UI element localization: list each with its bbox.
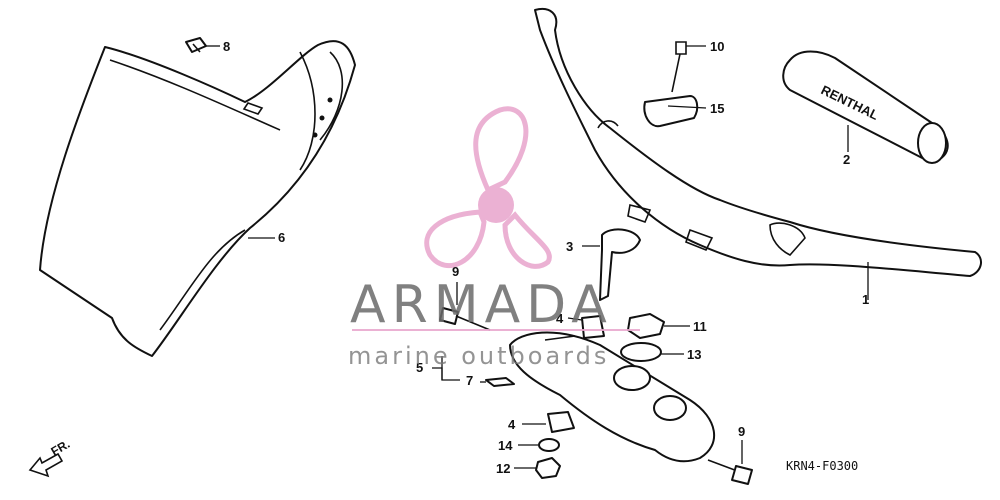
watermark-logo-icon bbox=[424, 106, 552, 269]
callout-12: 12 bbox=[496, 461, 510, 476]
top-bridge-part bbox=[509, 331, 716, 463]
bolt-8-part bbox=[185, 37, 207, 53]
callout-10: 10 bbox=[710, 39, 724, 54]
callout-1: 1 bbox=[862, 292, 869, 307]
callout-numbers: 1 2 3 4 4 5 6 7 8 9 9 10 11 12 13 14 15 bbox=[223, 39, 869, 476]
leader-lines bbox=[205, 45, 869, 469]
grip-part: RENTHAL bbox=[782, 50, 949, 164]
plate-7-part bbox=[485, 377, 515, 387]
callout-14: 14 bbox=[498, 438, 513, 453]
diagram-code: KRN4-F0300 bbox=[786, 459, 858, 473]
nut-11-part bbox=[627, 313, 665, 339]
callout-2: 2 bbox=[843, 152, 850, 167]
callout-8: 8 bbox=[223, 39, 230, 54]
bolt-9-lower-part bbox=[707, 459, 753, 485]
callout-13: 13 bbox=[687, 347, 701, 362]
handlebar-part bbox=[534, 8, 982, 277]
callout-6: 6 bbox=[278, 230, 285, 245]
front-direction-arrow-icon bbox=[28, 452, 64, 478]
callout-15: 15 bbox=[710, 101, 724, 116]
callout-4-lower: 4 bbox=[508, 417, 516, 432]
callout-7: 7 bbox=[466, 373, 473, 388]
callout-3: 3 bbox=[566, 239, 573, 254]
washer-13-part bbox=[620, 342, 662, 362]
callout-9-upper: 9 bbox=[452, 264, 459, 279]
upper-holder-part bbox=[643, 41, 699, 128]
washer-14-part bbox=[538, 438, 560, 452]
watermark-title: ARMADA bbox=[350, 275, 613, 335]
lower-holder-part bbox=[599, 228, 641, 301]
watermark-subtitle: marine outboards bbox=[348, 342, 609, 370]
callout-5: 5 bbox=[416, 360, 423, 375]
number-plate-part bbox=[39, 40, 356, 357]
bolt-9-upper-part bbox=[439, 307, 491, 331]
direction-label: FR. bbox=[49, 437, 73, 459]
collar-4-lower-part bbox=[547, 411, 575, 433]
callout-4-upper: 4 bbox=[556, 311, 564, 326]
callout-9-lower: 9 bbox=[738, 424, 745, 439]
collar-4-upper-part bbox=[581, 315, 605, 339]
nut-12-part bbox=[535, 457, 561, 479]
callout-11: 11 bbox=[693, 319, 707, 334]
